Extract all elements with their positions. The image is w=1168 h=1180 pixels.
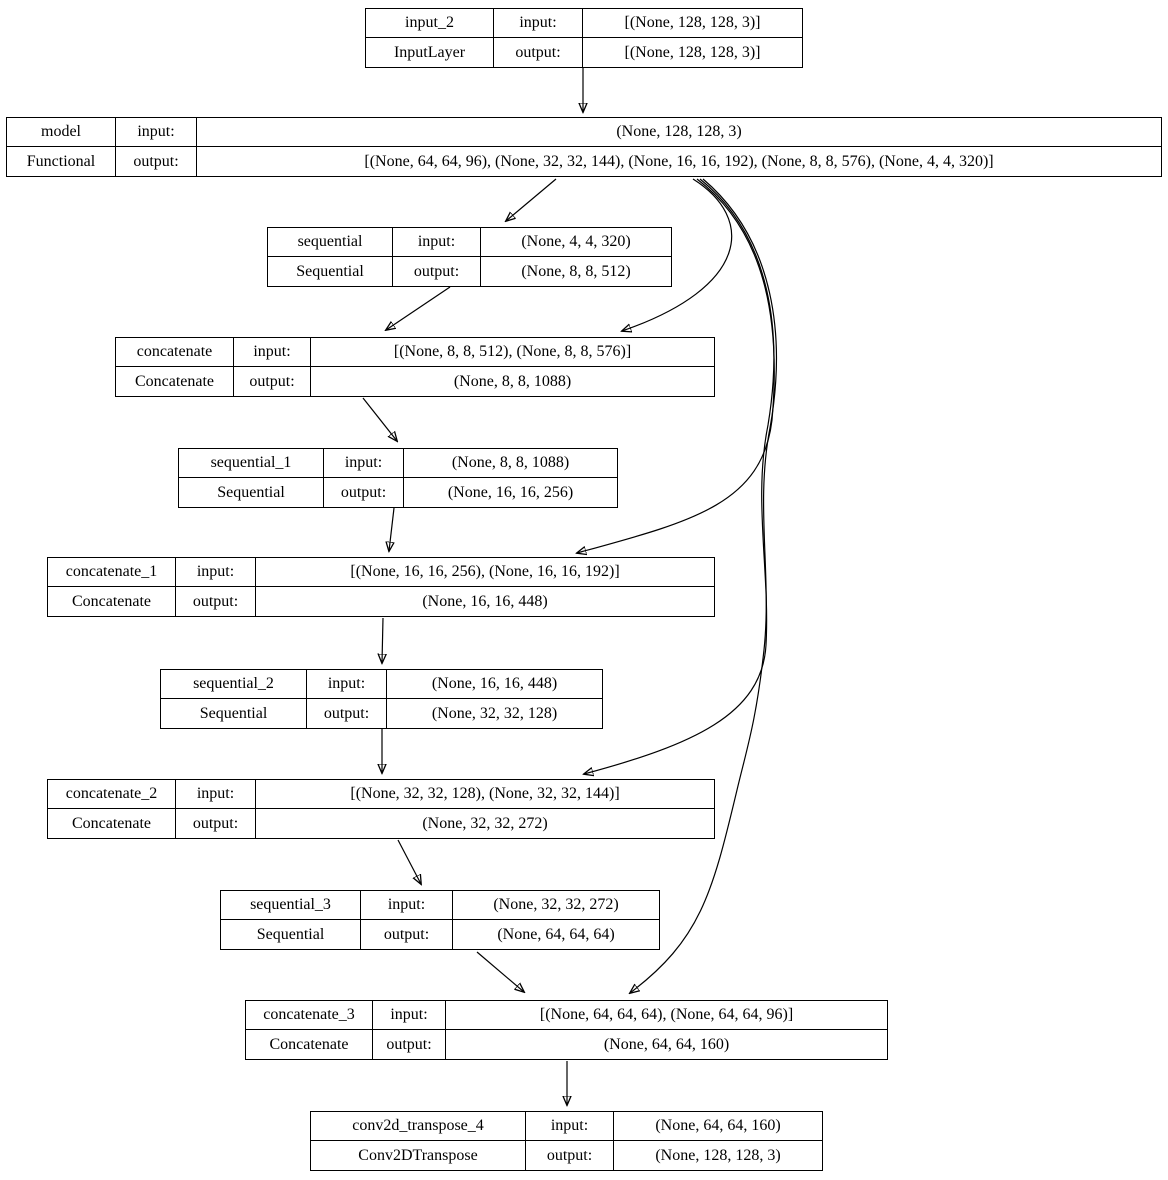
layer-name: input_2 [366,9,494,38]
input-label: input: [176,780,256,809]
output-shape: (None, 8, 8, 512) [521,262,631,280]
node-sequential-1: sequential_1 input: (None, 8, 8, 1088) S… [178,448,618,508]
layer-type: Concatenate [48,809,176,838]
output-label: output: [234,367,311,396]
node-concatenate-1: concatenate_1 input: [(None, 16, 16, 256… [47,557,715,617]
edge-sequential3-to-concatenate3 [476,951,524,992]
node-conv2d-transpose-4: conv2d_transpose_4 input: (None, 64, 64,… [310,1111,823,1171]
input-shape: [(None, 64, 64, 64), (None, 64, 64, 96)] [446,1001,887,1030]
output-shape: (None, 128, 128, 3) [655,1146,781,1164]
output-shape: (None, 16, 16, 448) [422,592,548,610]
input-label: input: [324,449,404,478]
input-label: input: [373,1001,446,1030]
edge-sequential-to-concatenate [386,286,451,330]
output-shape: (None, 32, 32, 128) [431,704,558,722]
layer-name: sequential_3 [221,891,361,920]
output-label: output: [116,147,197,176]
output-shape: (None, 32, 32, 272) [422,814,548,832]
layer-type: Concatenate [116,367,234,396]
node-model: model input: (None, 128, 128, 3) Functio… [6,117,1162,177]
output-shape: (None, 16, 16, 256) [447,483,574,501]
node-sequential: sequential input: (None, 4, 4, 320) Sequ… [267,227,672,287]
edge-sequential1-to-concatenate1 [389,507,394,551]
output-label: output: [373,1030,446,1059]
edge-concatenate1-to-sequential2 [382,617,383,663]
input-shape: (None, 16, 16, 448) [387,670,602,699]
edge-concatenate2-to-sequential3 [397,839,421,884]
node-concatenate-2: concatenate_2 input: [(None, 32, 32, 128… [47,779,715,839]
output-shape: (None, 64, 64, 64) [497,925,615,943]
layer-name: conv2d_transpose_4 [311,1112,526,1141]
output-shape: (None, 8, 8, 1088) [453,372,572,390]
input-shape: (None, 64, 64, 160) [614,1112,822,1141]
input-shape: (None, 32, 32, 272) [453,891,659,920]
layer-name: concatenate [116,338,234,367]
input-shape: [(None, 128, 128, 3)] [583,9,802,38]
layer-type: Sequential [179,478,324,507]
layer-type: InputLayer [366,38,494,67]
output-shape: [(None, 128, 128, 3)] [624,43,761,61]
output-label: output: [176,809,256,838]
layer-name: concatenate_1 [48,558,176,587]
layer-type: Concatenate [48,587,176,616]
output-label: output: [176,587,256,616]
layer-type: Sequential [268,257,393,286]
input-label: input: [116,118,197,147]
node-sequential-3: sequential_3 input: (None, 32, 32, 272) … [220,890,660,950]
output-label: output: [526,1141,614,1170]
node-input-2: input_2 input: [(None, 128, 128, 3)] Inp… [365,8,803,68]
output-shape: [(None, 64, 64, 96), (None, 32, 32, 144)… [364,152,994,170]
layer-name: concatenate_3 [246,1001,373,1030]
input-shape: (None, 128, 128, 3) [197,118,1161,147]
input-label: input: [393,228,481,257]
layer-name: sequential [268,228,393,257]
input-label: input: [526,1112,614,1141]
layer-type: Conv2DTranspose [311,1141,526,1170]
output-label: output: [494,38,583,67]
node-concatenate-3: concatenate_3 input: [(None, 64, 64, 64)… [245,1000,888,1060]
input-shape: [(None, 8, 8, 512), (None, 8, 8, 576)] [311,338,714,367]
layer-type: Functional [7,147,116,176]
output-label: output: [393,257,481,286]
output-label: output: [361,920,453,949]
input-shape: [(None, 16, 16, 256), (None, 16, 16, 192… [256,558,714,587]
node-concatenate: concatenate input: [(None, 8, 8, 512), (… [115,337,715,397]
layer-name: concatenate_2 [48,780,176,809]
input-label: input: [176,558,256,587]
layer-name: sequential_1 [179,449,324,478]
output-shape: (None, 64, 64, 160) [603,1035,730,1053]
input-label: input: [234,338,311,367]
layer-type: Sequential [221,920,361,949]
layer-name: model [7,118,116,147]
layer-type: Sequential [161,699,307,728]
output-label: output: [307,699,387,728]
input-label: input: [494,9,583,38]
node-sequential-2: sequential_2 input: (None, 16, 16, 448) … [160,669,603,729]
layer-name: sequential_2 [161,670,307,699]
input-label: input: [361,891,453,920]
input-shape: [(None, 32, 32, 128), (None, 32, 32, 144… [256,780,714,809]
edge-model-to-sequential [506,178,557,221]
output-label: output: [324,478,404,507]
input-label: input: [307,670,387,699]
input-shape: (None, 8, 8, 1088) [404,449,617,478]
edge-concatenate-to-sequential1 [362,397,397,441]
input-shape: (None, 4, 4, 320) [481,228,671,257]
layer-type: Concatenate [246,1030,373,1059]
